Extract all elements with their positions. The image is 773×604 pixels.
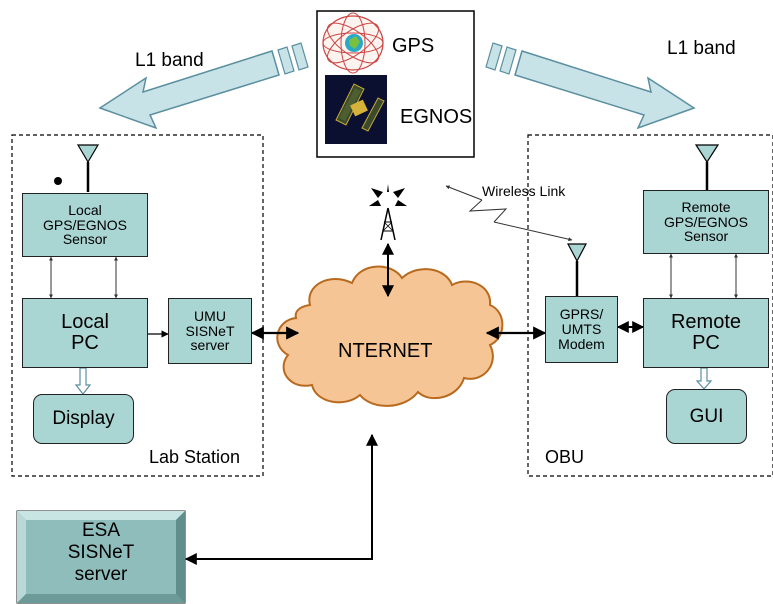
- wireless-link-label: Wireless Link: [482, 183, 566, 199]
- esa-server-frame: [16, 510, 186, 604]
- obu-title: OBU: [545, 447, 585, 467]
- gui-hollow-arrow: [695, 367, 713, 390]
- modem-box: GPRS/ UMTS Modem: [545, 296, 618, 363]
- lab-station-title: Lab Station: [149, 447, 241, 467]
- modem-antenna-icon: [567, 243, 587, 296]
- egnos-satellite-icon: [325, 75, 387, 144]
- internet-cloud: [276, 265, 504, 407]
- remote-antenna-icon: [694, 144, 720, 192]
- gps-label: GPS: [392, 35, 435, 57]
- bullet-dot: [54, 177, 62, 185]
- umu-sisnet-server-box: UMU SISNeT server: [168, 298, 252, 364]
- internet-label: NTERNET: [338, 340, 433, 362]
- gui-box: GUI: [666, 389, 747, 444]
- remote-sensor-box: Remote GPS/EGNOS Sensor: [643, 190, 769, 254]
- connector-lines: [49, 242, 738, 565]
- lab-station-frame: [11, 134, 264, 477]
- local-antenna-icon: [76, 144, 100, 192]
- wireless-link-connector: [445, 185, 573, 242]
- remote-pc-box: Remote PC: [643, 298, 769, 368]
- egnos-label: EGNOS: [400, 106, 473, 128]
- l1-band-right-label: L1 band: [667, 38, 736, 59]
- gps-orbit-icon: [322, 12, 384, 74]
- obu-frame: [527, 134, 773, 477]
- esa-sisnet-server-label: ESA SISNeT server: [67, 520, 135, 585]
- l1-band-left-arrow: [98, 42, 309, 130]
- l1-band-left-label: L1 band: [135, 50, 204, 71]
- display-box: Display: [33, 394, 134, 444]
- local-sensor-box: Local GPS/EGNOS Sensor: [22, 193, 148, 257]
- l1-band-right-arrow: [485, 42, 696, 130]
- display-hollow-arrow: [74, 367, 92, 395]
- radio-tower-icon: [369, 184, 407, 241]
- local-pc-box: Local PC: [22, 298, 148, 368]
